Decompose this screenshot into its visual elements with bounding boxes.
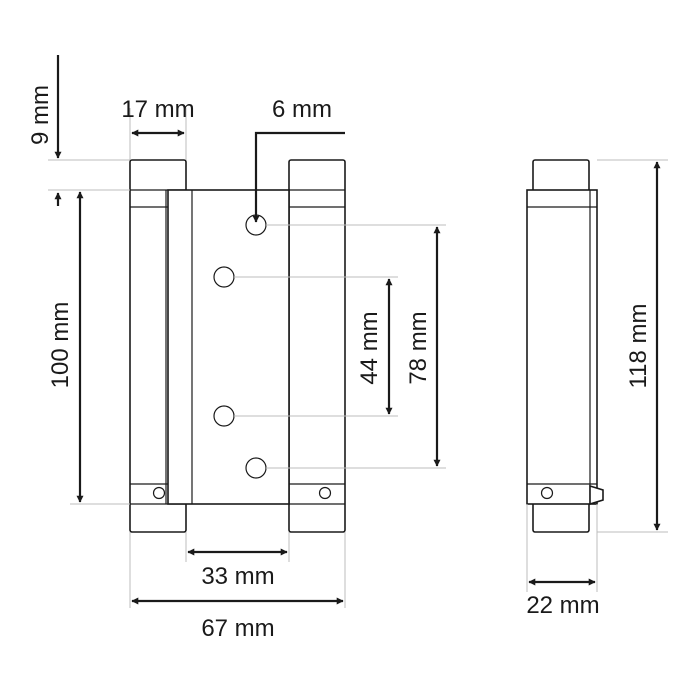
side-view: 118 mm 22 mm xyxy=(526,159,668,619)
depth-label: 22 mm xyxy=(526,592,599,619)
dimension-total-height: 118 mm xyxy=(625,161,661,531)
inner-hole-spacing-label: 44 mm xyxy=(356,311,383,384)
total-width-label: 67 mm xyxy=(201,615,274,642)
hole-diameter-label: 6 mm xyxy=(272,96,332,123)
dimension-inner-hole-spacing: 44 mm xyxy=(356,278,393,415)
outer-hole-spacing-label: 78 mm xyxy=(405,311,432,384)
center-leaf xyxy=(167,189,290,505)
dimension-total-width: 67 mm xyxy=(131,597,344,642)
right-adjust-screw-icon xyxy=(318,486,332,500)
right-barrel xyxy=(288,159,346,533)
front-view: 9 mm 17 mm 6 mm 100 mm 44 mm 78 mm xyxy=(27,55,446,642)
left-adjust-screw-icon xyxy=(152,486,166,500)
dimension-center-width: 33 mm xyxy=(187,548,288,590)
extension-lines xyxy=(48,108,446,608)
knuckle-width-label: 17 mm xyxy=(121,96,194,123)
dimension-hole-diameter: 6 mm xyxy=(252,96,345,223)
center-width-label: 33 mm xyxy=(201,563,274,590)
leaf-height-label: 100 mm xyxy=(47,302,74,389)
dimension-top-offset: 9 mm xyxy=(27,55,62,206)
top-offset-label: 9 mm xyxy=(27,85,54,145)
side-adjust-screw-icon xyxy=(540,486,554,500)
pin-tab xyxy=(589,484,604,506)
dimension-leaf-height: 100 mm xyxy=(47,191,84,503)
total-height-label: 118 mm xyxy=(625,304,652,389)
dimension-knuckle-width: 17 mm xyxy=(121,96,195,137)
dimension-depth: 22 mm xyxy=(526,578,600,619)
dimension-outer-hole-spacing: 78 mm xyxy=(405,226,441,467)
